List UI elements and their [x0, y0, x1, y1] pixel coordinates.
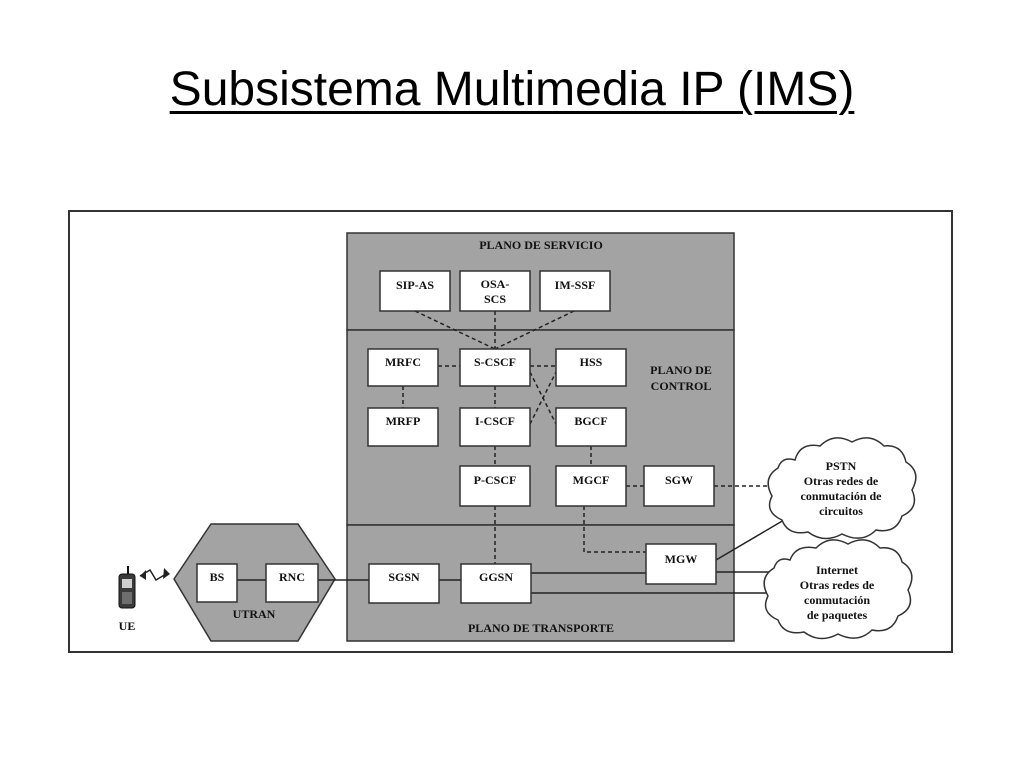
- internet-line-4: de paquetes: [807, 608, 868, 622]
- node-im-ssf: IM-SSF: [539, 270, 611, 312]
- node-hss: HSS: [555, 348, 627, 387]
- pstn-line-4: circuitos: [819, 504, 863, 518]
- node-ggsn: GGSN: [460, 563, 532, 604]
- node-mgw: MGW: [645, 543, 717, 585]
- bearer-links: [237, 519, 785, 594]
- utran-area: [173, 523, 336, 642]
- node-s-cscf: S-CSCF: [459, 348, 531, 387]
- link-imssf-scscf: [494, 310, 575, 350]
- link-mgw-pstn: [715, 519, 785, 561]
- svg-text:GGSN: GGSN: [479, 570, 513, 584]
- node-sgw: SGW: [643, 465, 715, 507]
- pstn-cloud: PSTN Otras redes de conmutación de circu…: [767, 437, 917, 540]
- link-icscf-hss: [529, 371, 557, 425]
- node-bgcf: BGCF: [555, 407, 627, 447]
- pstn-line-1: PSTN: [826, 459, 857, 473]
- ue-phone-icon: [118, 566, 136, 609]
- node-i-cscf: I-CSCF: [459, 407, 531, 447]
- node-mgcf: MGCF: [555, 465, 627, 507]
- internet-line-1: Internet: [816, 563, 858, 577]
- internet-line-2: Otras redes de: [800, 578, 875, 592]
- node-bs: BS: [196, 563, 238, 603]
- service-plane-label: PLANO DE SERVICIO: [479, 238, 603, 252]
- node-mrfc: MRFC: [367, 348, 439, 387]
- svg-text:BS: BS: [210, 570, 225, 584]
- node-p-cscf: P-CSCF: [459, 465, 531, 507]
- control-plane-label-line1: PLANO DE: [650, 363, 712, 377]
- node-sgsn: SGSN: [368, 563, 440, 604]
- svg-text:OSA-: OSA-: [481, 277, 510, 291]
- svg-text:IM-SSF: IM-SSF: [555, 278, 596, 292]
- pstn-line-3: conmutación de: [801, 489, 883, 503]
- slide-title: Subsistema Multimedia IP (IMS): [169, 63, 855, 116]
- internet-cloud: Internet Otras redes de conmutación de p…: [763, 539, 913, 640]
- link-sipas-scscf: [414, 310, 496, 350]
- node-rnc: RNC: [265, 563, 319, 603]
- svg-text:S-CSCF: S-CSCF: [474, 355, 516, 369]
- svg-text:I-CSCF: I-CSCF: [475, 414, 515, 428]
- node-mrfp: MRFP: [367, 407, 439, 447]
- ue-label: UE: [119, 619, 136, 633]
- transport-plane-label: PLANO DE TRANSPORTE: [468, 621, 614, 635]
- svg-text:MRFC: MRFC: [385, 355, 421, 369]
- svg-text:SIP-AS: SIP-AS: [396, 278, 434, 292]
- utran-label: UTRAN: [233, 607, 276, 621]
- svg-text:MGW: MGW: [665, 552, 698, 566]
- svg-text:SCS: SCS: [484, 292, 506, 306]
- node-osa-scs: OSA- SCS: [459, 270, 531, 312]
- radio-link-icon: [139, 568, 170, 582]
- pstn-line-2: Otras redes de: [804, 474, 879, 488]
- control-plane-label-line2: CONTROL: [651, 379, 712, 393]
- internet-line-3: conmutación: [804, 593, 870, 607]
- svg-text:HSS: HSS: [580, 355, 603, 369]
- svg-text:SGW: SGW: [665, 473, 693, 487]
- svg-text:MRFP: MRFP: [386, 414, 421, 428]
- node-sip-as: SIP-AS: [379, 270, 451, 312]
- link-mgcf-mgw: [583, 506, 646, 553]
- svg-text:P-CSCF: P-CSCF: [474, 473, 517, 487]
- svg-text:SGSN: SGSN: [388, 570, 420, 584]
- svg-text:BGCF: BGCF: [574, 414, 607, 428]
- svg-text:MGCF: MGCF: [573, 473, 610, 487]
- signaling-links: [402, 310, 770, 565]
- svg-text:RNC: RNC: [279, 570, 305, 584]
